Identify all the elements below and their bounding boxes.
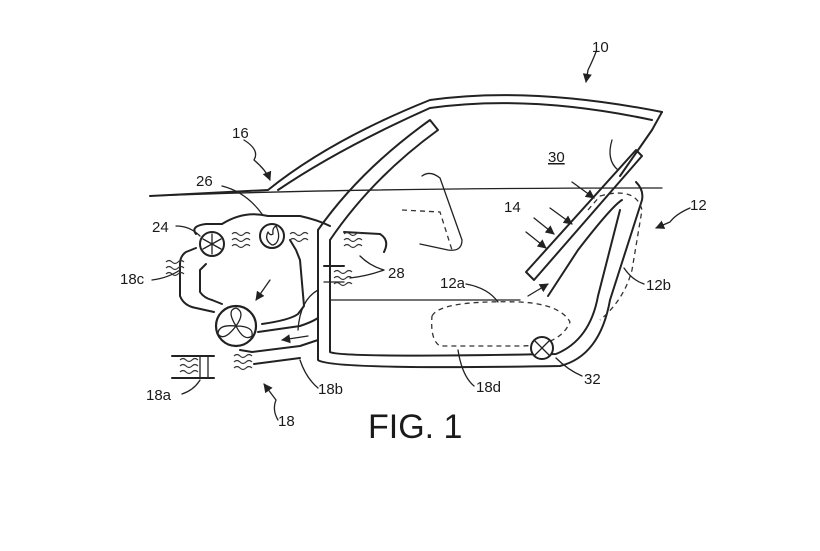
label-12: 12	[690, 197, 707, 214]
label-32: 32	[584, 371, 601, 388]
hvac-ducts	[171, 213, 388, 379]
label-18: 18	[278, 413, 295, 430]
label-26: 26	[196, 173, 213, 190]
label-16: 16	[232, 125, 249, 142]
flame-icon	[259, 223, 285, 249]
steering-wheel	[401, 172, 463, 251]
vehicle-body	[149, 94, 663, 197]
door-frame	[297, 119, 644, 369]
flow-arrows	[255, 181, 595, 344]
seatback-panel	[525, 149, 643, 297]
valve-icon	[530, 336, 554, 360]
snowflake-icon	[199, 231, 225, 257]
air-flow-waves	[165, 231, 363, 375]
seat	[431, 192, 643, 347]
reference-labels: 10 12 12a 12b 14 16 18 18a 18b 18c 18d 2…	[120, 39, 707, 430]
label-24: 24	[152, 219, 169, 236]
label-14: 14	[504, 199, 521, 216]
label-28: 28	[388, 265, 405, 282]
label-18b: 18b	[318, 381, 343, 398]
label-18a: 18a	[146, 387, 172, 404]
label-18c: 18c	[120, 271, 145, 288]
figure-caption: FIG. 1	[368, 408, 462, 446]
leader-lines	[151, 51, 691, 421]
label-30: 30	[548, 149, 565, 166]
label-12a: 12a	[440, 275, 466, 292]
label-18d: 18d	[476, 379, 501, 396]
label-10: 10	[592, 39, 609, 56]
fan-icon	[214, 304, 258, 348]
label-12b: 12b	[646, 277, 671, 294]
